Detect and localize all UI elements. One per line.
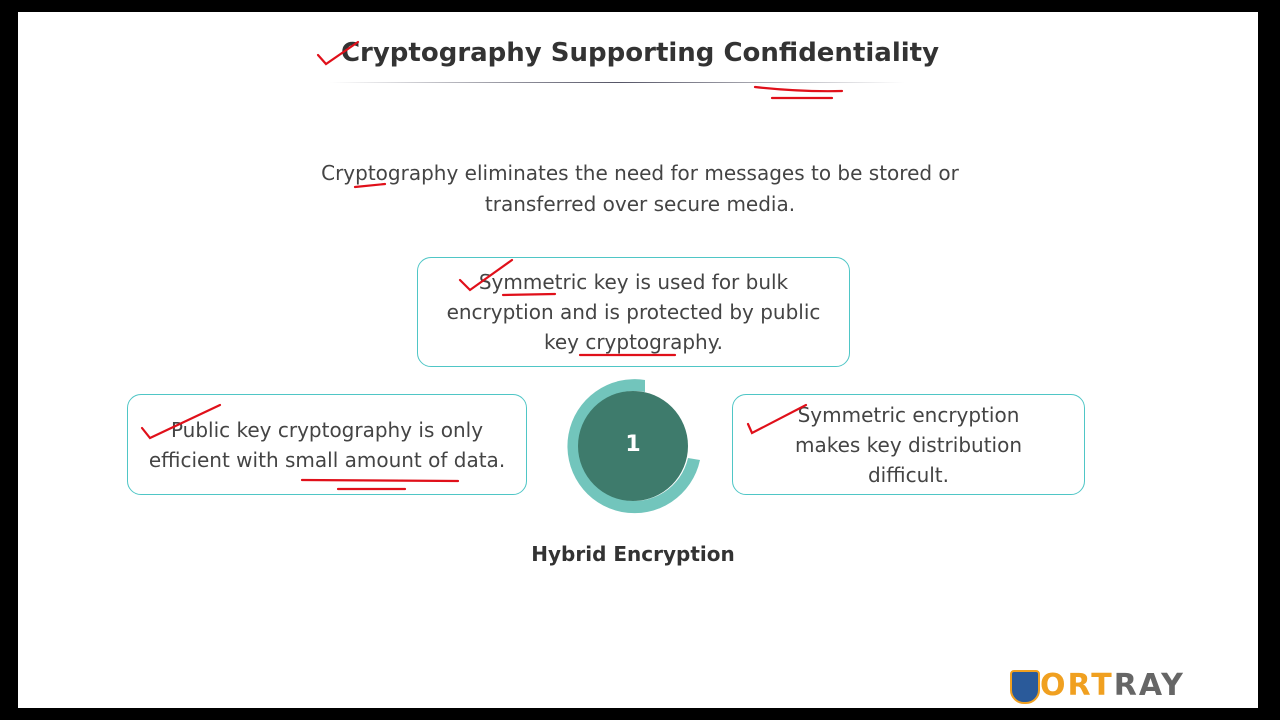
diagram-caption: Hybrid Encryption bbox=[531, 542, 735, 566]
title-divider bbox=[330, 82, 905, 83]
step-number: 1 bbox=[625, 432, 641, 457]
shield-icon bbox=[1010, 669, 1040, 704]
intro-line-1: Cryptography eliminates the need for mes… bbox=[321, 161, 959, 185]
annotation-marks bbox=[140, 40, 844, 491]
box-symmetric-distribution: Symmetric encryption makes key distribut… bbox=[732, 394, 1085, 495]
center-disc bbox=[578, 391, 688, 501]
logo-text-orange: ORT bbox=[1040, 668, 1114, 703]
logo-text-gray: RAY bbox=[1113, 668, 1185, 703]
box-public-key: Public key cryptography is only efficien… bbox=[127, 394, 527, 495]
intro-line-2: transferred over secure media. bbox=[484, 192, 796, 216]
fortray-logo: ORTRAY bbox=[1010, 668, 1185, 704]
slide-title: Cryptography Supporting Confidentiality bbox=[340, 38, 940, 68]
intro-text: Cryptography eliminates the need for mes… bbox=[290, 158, 990, 220]
